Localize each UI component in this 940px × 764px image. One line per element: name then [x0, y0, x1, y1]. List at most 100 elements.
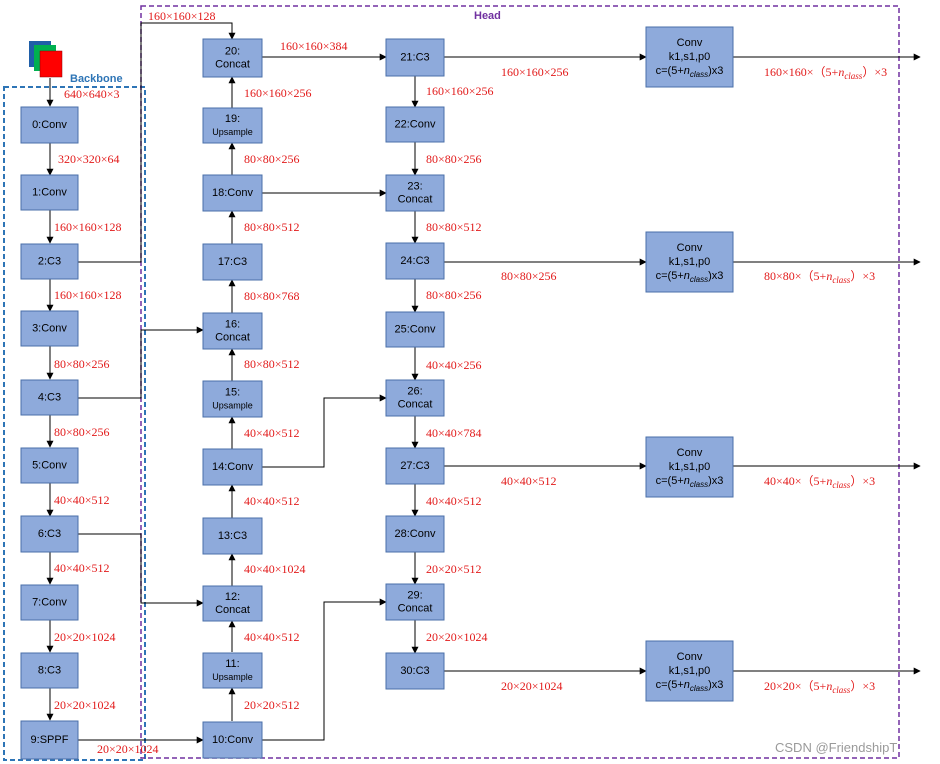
node-label: Conv: [677, 447, 703, 459]
node-0-conv: 0:Conv: [20, 106, 79, 144]
detect-conv-2: Conv k1,s1,p0 c=(5+nclass)x3: [645, 231, 734, 293]
node-label: 24:C3: [400, 255, 429, 267]
dim-h26-27: 40×40×784: [426, 426, 482, 440]
dim-h15-16: 80×80×512: [244, 357, 300, 371]
dim-input: 640×640×3: [64, 87, 120, 101]
node-label: 23:: [407, 181, 422, 193]
node-2-c3: 2:C3: [20, 243, 79, 280]
node-label: k1,s1,p0: [669, 461, 711, 473]
node-12-concat: 12:Concat: [202, 585, 263, 622]
backbone-label: Backbone: [70, 73, 123, 85]
node-label: k1,s1,p0: [669, 51, 711, 63]
node-6-c3: 6:C3: [20, 515, 79, 553]
node-label: 14:Conv: [212, 461, 253, 473]
edge-6-12: [78, 533, 204, 607]
node-26-concat: 26:Concat: [385, 379, 445, 417]
dim-h18-19: 80×80×256: [244, 152, 300, 166]
dim-o27: 40×40×512: [501, 474, 557, 488]
node-label: 6:C3: [38, 528, 61, 540]
node-label: Upsample: [212, 401, 253, 411]
dim-b67: 40×40×512: [54, 561, 110, 575]
dim-h14-15: 40×40×512: [244, 426, 300, 440]
node-label: 2:C3: [38, 256, 61, 268]
dim-h13-14: 40×40×512: [244, 494, 300, 508]
node-label: k1,s1,p0: [669, 665, 711, 677]
node-label: 9:SPPF: [31, 734, 69, 746]
dim-h17-18: 80×80×512: [244, 220, 300, 234]
dim-b34: 80×80×256: [54, 357, 110, 371]
node-21-c3: 21:C3: [385, 38, 445, 77]
node-19-upsample: 19:Upsample: [202, 107, 263, 144]
node-label: c=(5+nclass)x3: [656, 65, 724, 79]
dim-h27-28: 40×40×512: [426, 494, 482, 508]
node-label: c=(5+nclass)x3: [656, 679, 724, 693]
dim-o24: 80×80×256: [501, 269, 557, 283]
dim-b23: 160×160×128: [54, 288, 122, 302]
dim-h19-20: 160×160×256: [244, 86, 312, 100]
node-3-conv: 3:Conv: [20, 310, 79, 347]
dim-h23-24: 80×80×512: [426, 220, 482, 234]
edges: [46, 22, 921, 744]
node-label: 19:: [225, 113, 240, 125]
detect-conv-4: Conv k1,s1,p0 c=(5+nclass)x3: [645, 640, 734, 702]
dim-b9-10: 20×20×1024: [97, 742, 159, 756]
node-label: Conv: [677, 651, 703, 663]
node-20-concat: 20:Concat: [202, 38, 263, 78]
output-label-4: 20×20×（5+nclass）×3: [764, 679, 875, 695]
node-label: 28:Conv: [395, 528, 436, 540]
edge-2-20: [78, 22, 236, 263]
node-label: Concat: [398, 603, 433, 615]
node-1-conv: 1:Conv: [20, 174, 79, 211]
node-label: 5:Conv: [32, 460, 67, 472]
node-9-sppf: 9:SPPF: [20, 720, 79, 760]
dim-b56: 40×40×512: [54, 493, 110, 507]
edge-4-16: [78, 326, 204, 399]
node-label: 15:: [225, 387, 240, 399]
node-label: 1:Conv: [32, 187, 67, 199]
node-label: 22:Conv: [395, 119, 436, 131]
node-label: 27:C3: [400, 460, 429, 472]
node-4-c3: 4:C3: [20, 379, 79, 416]
node-10-conv: 10:Conv: [202, 721, 263, 759]
node-11-upsample: 11:Upsample: [202, 652, 263, 689]
node-label: Conv: [677, 242, 703, 254]
node-label: 18:Conv: [212, 187, 253, 199]
dim-h22-23: 80×80×256: [426, 152, 482, 166]
node-label: 29:: [407, 590, 422, 602]
output-label-1: 160×160×（5+nclass）×3: [764, 65, 887, 81]
node-label: c=(5+nclass)x3: [656, 270, 724, 284]
nodes: 0:Conv 1:Conv 2:C3 3:Conv 4:C3 5:Conv 6:…: [20, 26, 734, 760]
node-label: Concat: [398, 194, 433, 206]
dim-h21-22: 160×160×256: [426, 84, 494, 98]
head-label: Head: [474, 10, 501, 22]
node-15-upsample: 15: Upsample: [202, 380, 263, 418]
node-label: 20:: [225, 46, 240, 58]
node-label: Concat: [215, 332, 250, 344]
dim-h29-30: 20×20×1024: [426, 630, 488, 644]
watermark: CSDN @FriendshipT: [775, 740, 897, 755]
node-label: k1,s1,p0: [669, 256, 711, 268]
node-label: 30:C3: [400, 665, 429, 677]
node-17-c3: 17:C3: [202, 243, 263, 281]
node-27-c3: 27:C3: [385, 447, 445, 485]
node-24-c3: 24:C3: [385, 242, 445, 280]
dim-o30: 20×20×1024: [501, 679, 563, 693]
node-label: 7:Conv: [32, 597, 67, 609]
dim-h24-25: 80×80×256: [426, 288, 482, 302]
dim-b45: 80×80×256: [54, 425, 110, 439]
output-label-3: 40×40×（5+nclass）×3: [764, 474, 875, 490]
node-14-conv: 14:Conv: [202, 448, 263, 486]
node-label: Concat: [398, 399, 433, 411]
dim-b01: 320×320×64: [58, 152, 120, 166]
node-label: 8:C3: [38, 665, 61, 677]
node-8-c3: 8:C3: [20, 652, 79, 689]
node-30-c3: 30:C3: [385, 652, 445, 690]
node-18-conv: 18:Conv: [202, 174, 263, 212]
node-25-conv: 25:Conv: [385, 311, 445, 348]
node-label: 3:Conv: [32, 323, 67, 335]
node-label: Concat: [215, 59, 250, 71]
node-label: c=(5+nclass)x3: [656, 475, 724, 489]
